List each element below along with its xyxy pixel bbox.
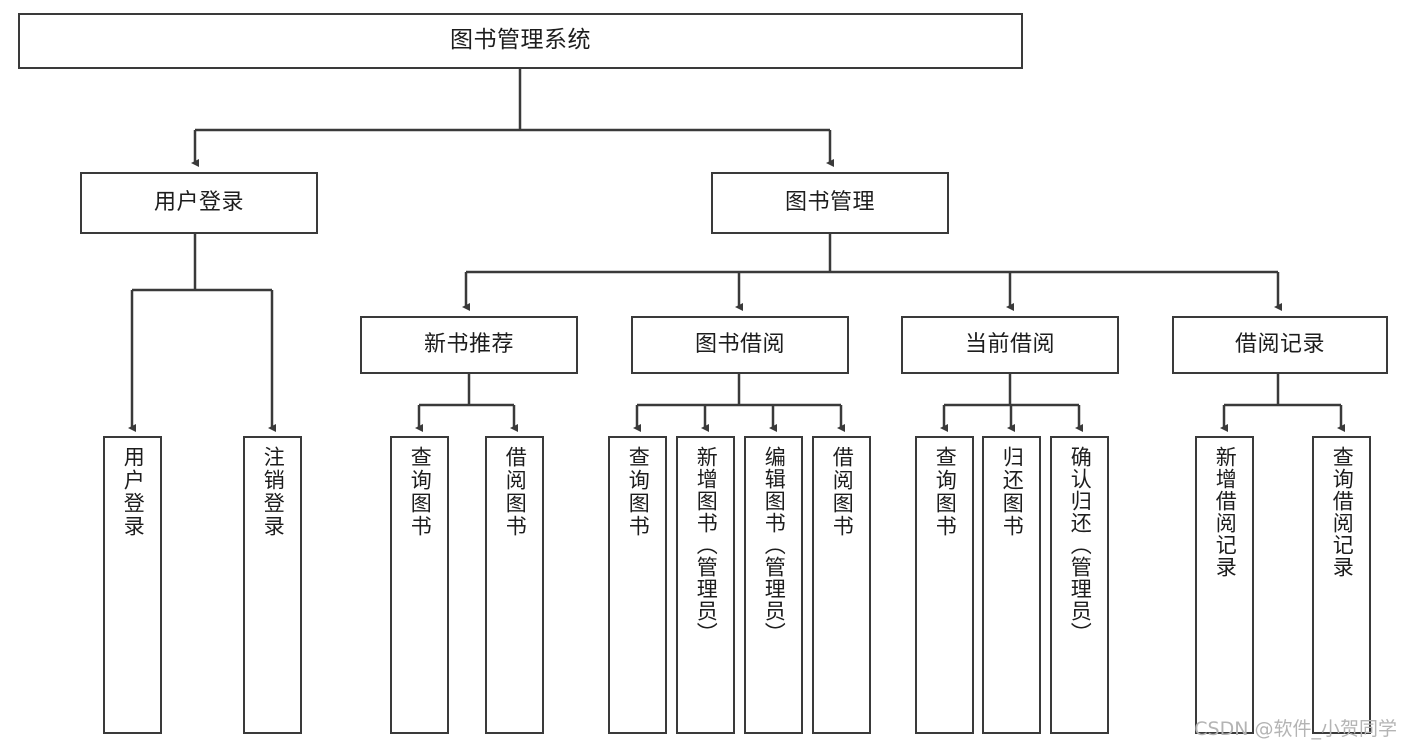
node-user-login[interactable]: 用户登录 <box>80 172 318 234</box>
node-book-borrow-label: 图书借阅 <box>694 332 785 358</box>
leaf-add-borrow-record[interactable]: 新增借阅记录 <box>1195 436 1254 734</box>
leaf-query-borrow-record[interactable]: 查询借阅记录 <box>1312 436 1371 734</box>
leaf-edit-book-admin-label: 编辑图书（管理员） <box>762 446 787 644</box>
leaf-return-book[interactable]: 归还图书 <box>982 436 1041 734</box>
leaf-logout[interactable]: 注销登录 <box>243 436 302 734</box>
node-new-book-recommend[interactable]: 新书推荐 <box>360 316 578 374</box>
node-current-borrow-label: 当前借阅 <box>964 332 1055 358</box>
node-borrow-record-label: 借阅记录 <box>1234 332 1325 358</box>
leaf-query-book-3-label: 查询图书 <box>933 446 958 538</box>
leaf-confirm-return-admin[interactable]: 确认归还（管理员） <box>1050 436 1109 734</box>
leaf-borrow-book-1[interactable]: 借阅图书 <box>485 436 544 734</box>
leaf-borrow-book-2-label: 借阅图书 <box>830 446 855 538</box>
leaf-query-book-2-label: 查询图书 <box>626 446 651 538</box>
leaf-logout-label: 注销登录 <box>261 446 286 538</box>
leaf-return-book-label: 归还图书 <box>1000 446 1025 538</box>
leaf-user-login-label: 用户登录 <box>121 446 146 538</box>
leaf-edit-book-admin[interactable]: 编辑图书（管理员） <box>744 436 803 734</box>
leaf-borrow-book-2[interactable]: 借阅图书 <box>812 436 871 734</box>
leaf-confirm-return-admin-label: 确认归还（管理员） <box>1068 446 1093 644</box>
leaf-user-login[interactable]: 用户登录 <box>103 436 162 734</box>
leaf-borrow-book-1-label: 借阅图书 <box>503 446 528 538</box>
node-book-management-label: 图书管理 <box>784 190 875 216</box>
leaf-query-book-1[interactable]: 查询图书 <box>390 436 449 734</box>
leaf-query-borrow-record-label: 查询借阅记录 <box>1330 446 1355 578</box>
node-root-label: 图书管理系统 <box>450 27 591 54</box>
leaf-add-book-admin-label: 新增图书（管理员） <box>694 446 719 644</box>
leaf-add-book-admin[interactable]: 新增图书（管理员） <box>676 436 735 734</box>
node-book-management[interactable]: 图书管理 <box>711 172 949 234</box>
node-user-login-label: 用户登录 <box>153 190 244 216</box>
csdn-watermark: CSDN @软件_小贺同学 <box>1194 718 1397 740</box>
node-new-book-recommend-label: 新书推荐 <box>423 332 514 358</box>
leaf-query-book-3[interactable]: 查询图书 <box>915 436 974 734</box>
node-root[interactable]: 图书管理系统 <box>18 13 1023 69</box>
leaf-query-book-2[interactable]: 查询图书 <box>608 436 667 734</box>
leaf-add-borrow-record-label: 新增借阅记录 <box>1213 446 1238 578</box>
node-current-borrow[interactable]: 当前借阅 <box>901 316 1119 374</box>
node-borrow-record[interactable]: 借阅记录 <box>1172 316 1388 374</box>
leaf-query-book-1-label: 查询图书 <box>408 446 433 538</box>
node-book-borrow[interactable]: 图书借阅 <box>631 316 849 374</box>
